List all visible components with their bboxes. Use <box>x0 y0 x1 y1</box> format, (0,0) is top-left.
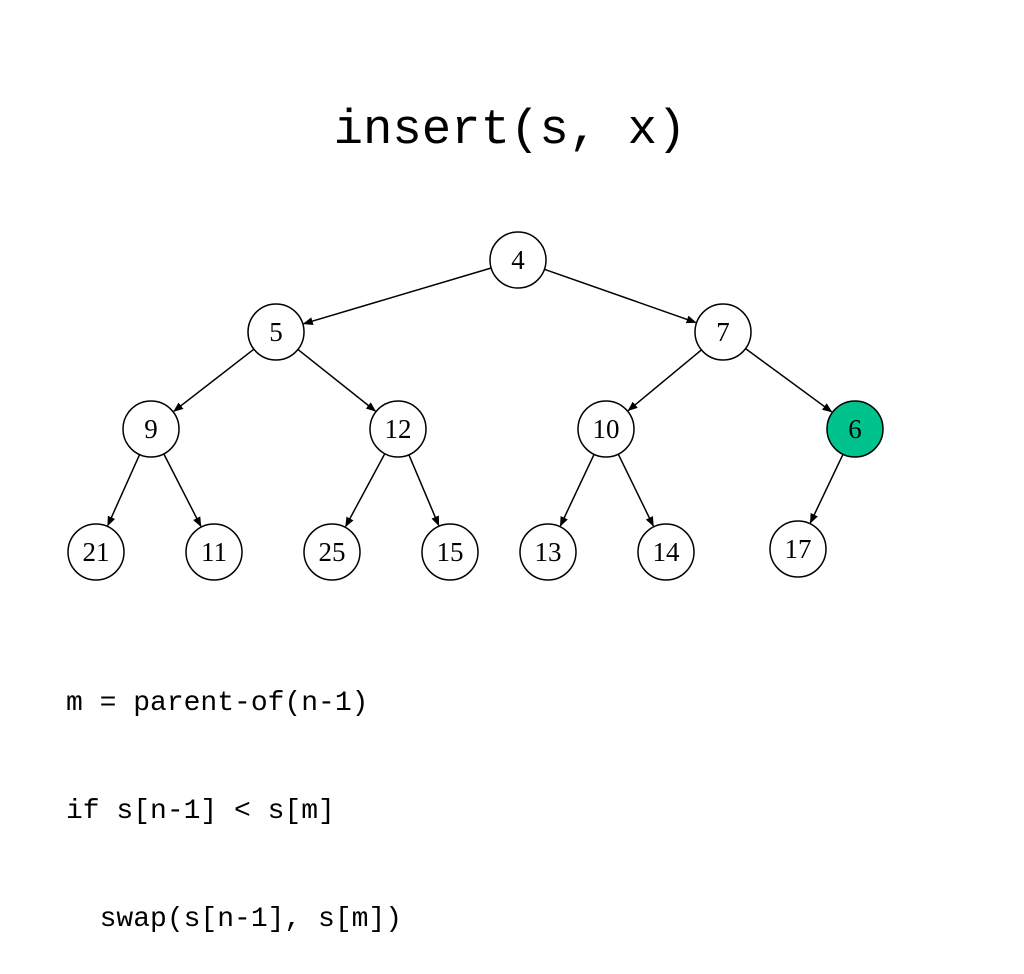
heap-node: 9 <box>122 400 180 458</box>
heap-node-circle <box>421 523 479 581</box>
code-line-2: if s[n-1] < s[m] <box>66 796 335 827</box>
code-line-1: m = parent-of(n-1) <box>66 688 369 719</box>
heap-node-label: 7 <box>716 317 730 347</box>
heap-node-circle <box>577 400 635 458</box>
code-line-3: swap(s[n-1], s[m]) <box>66 904 403 935</box>
heap-node-label: 12 <box>385 414 412 444</box>
heap-node: 13 <box>519 523 577 581</box>
heap-node: 5 <box>247 303 305 361</box>
heap-node-circle <box>519 523 577 581</box>
tree-edge-arrow <box>302 267 492 325</box>
heap-node: 25 <box>303 523 361 581</box>
code-block: m = parent-of(n-1) if s[n-1] < s[m] swap… <box>66 614 402 974</box>
heap-node-circle <box>67 523 125 581</box>
heap-node-label: 15 <box>437 537 464 567</box>
heap-node-highlighted: 6 <box>826 400 884 458</box>
heap-node: 12 <box>369 400 427 458</box>
heap-node-circle <box>369 400 427 458</box>
heap-node-label: 9 <box>144 414 158 444</box>
heap-node-label: 14 <box>653 537 681 567</box>
tree-edge-arrow <box>163 453 202 528</box>
heap-node: 11 <box>185 523 243 581</box>
tree-edge-arrow <box>627 349 702 412</box>
heap-node-circle <box>694 303 752 361</box>
tree-edge-arrow <box>107 454 141 527</box>
heap-node: 17 <box>769 520 827 578</box>
heap-node-label: 11 <box>201 537 227 567</box>
tree-edge-arrow <box>345 453 386 528</box>
heap-node-label: 6 <box>848 414 862 444</box>
heap-node-circle <box>122 400 180 458</box>
tree-edge-arrow <box>745 347 833 413</box>
tree-edge-arrow <box>297 348 377 412</box>
heap-node-circle <box>769 520 827 578</box>
heap-node: 10 <box>577 400 635 458</box>
heap-node-circle <box>637 523 695 581</box>
heap-node-label: 4 <box>511 245 525 275</box>
tree-edge-arrow <box>544 268 697 324</box>
heap-node-circle <box>185 523 243 581</box>
heap-node: 15 <box>421 523 479 581</box>
heap-node: 4 <box>489 231 547 289</box>
tree-edge-arrow <box>559 453 595 527</box>
tree-edge-arrow <box>408 454 440 527</box>
heap-node-label: 17 <box>785 534 812 564</box>
node-layer: 4 5 7 9 12 10 6 21 11 25 15 13 14 17 <box>67 231 884 581</box>
heap-node: 7 <box>694 303 752 361</box>
tree-edge-arrow <box>617 453 654 527</box>
tree-edge-arrow <box>809 453 844 524</box>
heap-node-circle <box>826 400 884 458</box>
heap-node-circle <box>489 231 547 289</box>
edge-layer <box>107 267 844 528</box>
heap-tree-diagram: 4 5 7 9 12 10 6 21 11 25 15 13 14 17 <box>67 231 884 581</box>
tree-edge-arrow <box>173 348 255 412</box>
heap-node-label: 25 <box>319 537 346 567</box>
heap-node-label: 5 <box>269 317 283 347</box>
heap-node-circle <box>247 303 305 361</box>
heap-node-label: 13 <box>535 537 562 567</box>
heap-node-label: 21 <box>83 537 110 567</box>
heap-node-label: 10 <box>593 414 620 444</box>
slide-title: insert(s, x) <box>333 102 687 158</box>
heap-node-circle <box>303 523 361 581</box>
heap-node: 21 <box>67 523 125 581</box>
heap-node: 14 <box>637 523 695 581</box>
